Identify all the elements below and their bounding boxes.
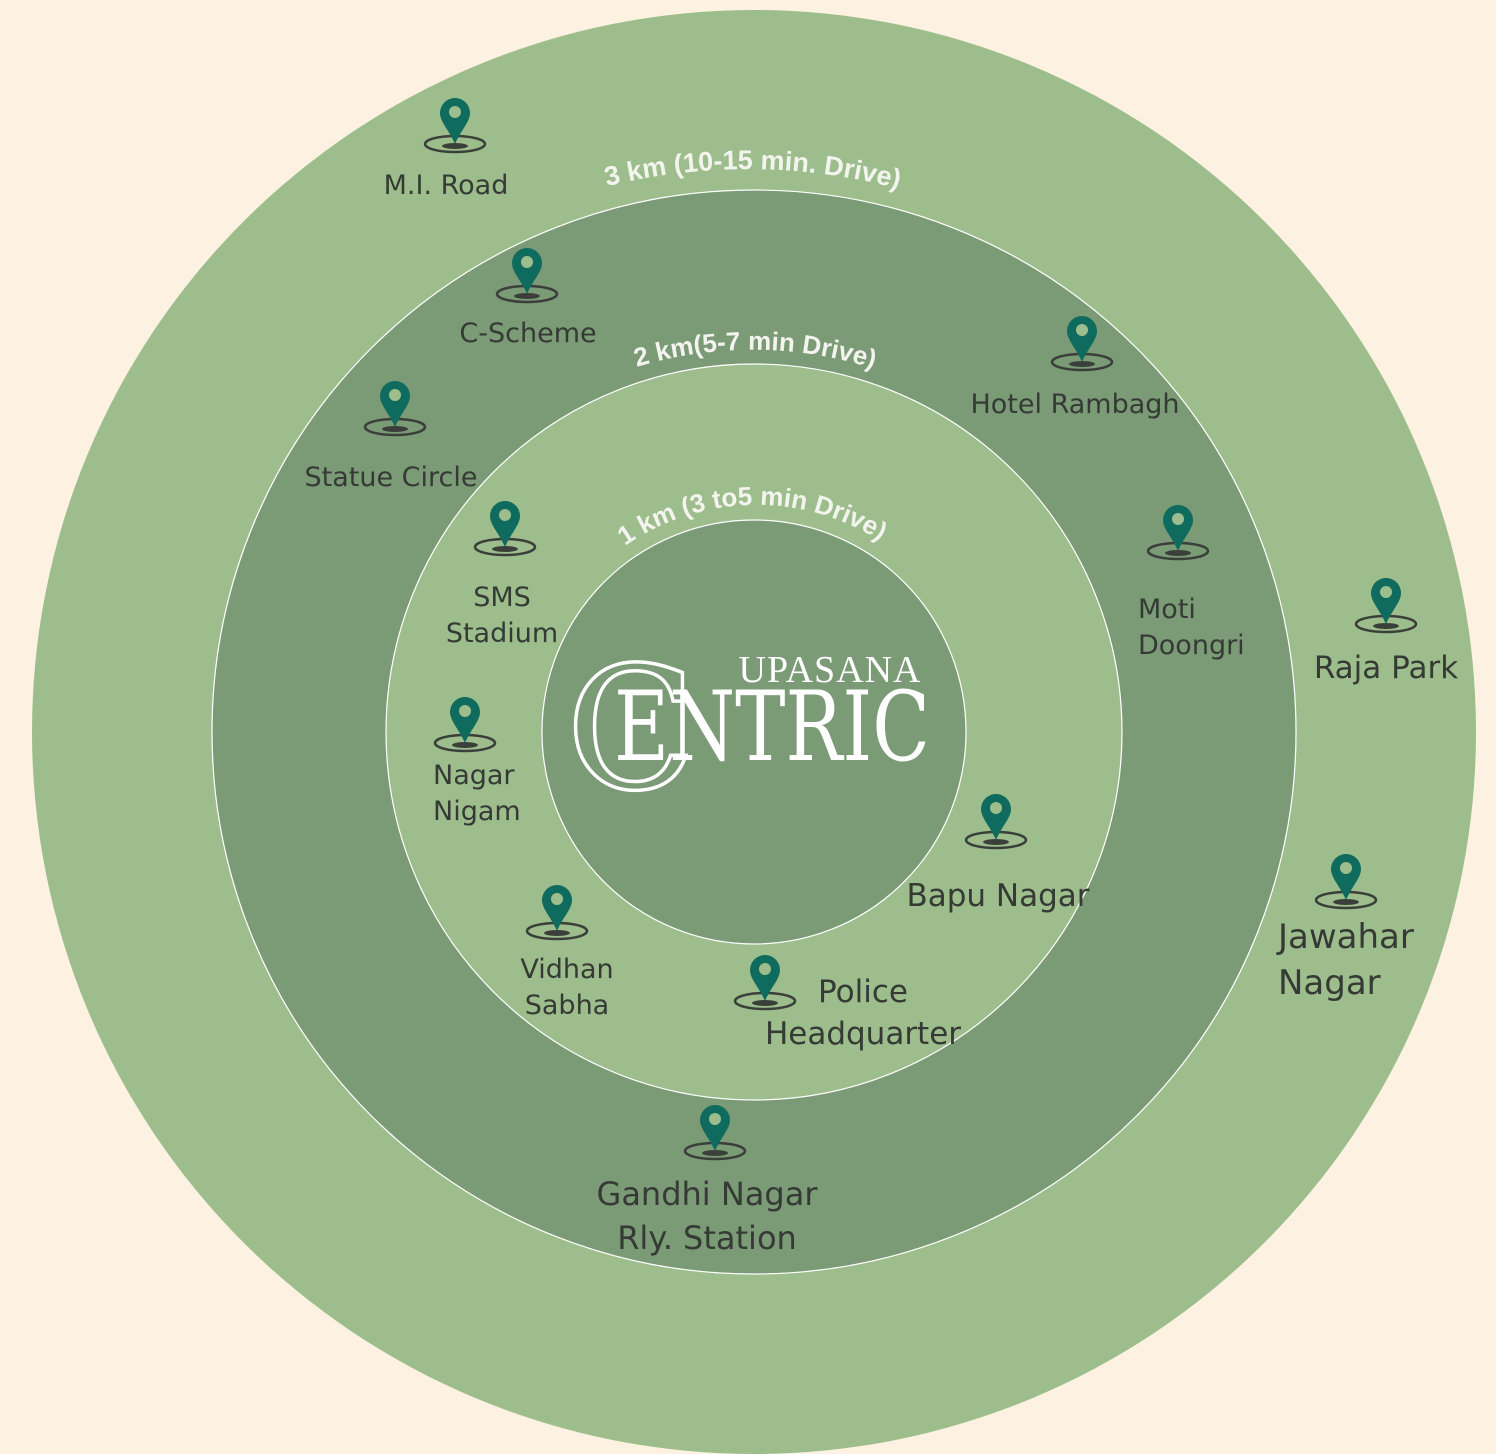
place-label-line: Hotel Rambagh	[970, 389, 1179, 420]
brand-initial: C	[566, 631, 696, 829]
place-label: Bapu Nagar	[906, 878, 1089, 914]
place-label-line: M.I. Road	[384, 170, 509, 201]
place-label-line: Headquarter	[765, 1016, 961, 1052]
place-c-scheme: C-Scheme	[459, 248, 597, 349]
place-label-line: Stadium	[446, 618, 558, 649]
place-label: M.I. Road	[384, 170, 509, 201]
place-label-line: C-Scheme	[459, 318, 596, 349]
place-label-line: Nigam	[433, 796, 521, 827]
place-statue-circle: Statue Circle	[305, 381, 478, 493]
map-pin-icon	[525, 885, 589, 941]
place-label: Hotel Rambagh	[970, 389, 1179, 420]
place-hotel-rambagh: Hotel Rambagh	[970, 316, 1180, 420]
place-raja-park: Raja Park	[1314, 578, 1458, 686]
brand-prefix: UPASANA	[739, 649, 922, 691]
place-label-line: Gandhi Nagar	[597, 1175, 819, 1213]
place-label-line: Statue Circle	[305, 462, 478, 493]
map-pin-icon	[1314, 854, 1378, 910]
place-label: Raja Park	[1314, 650, 1458, 686]
map-pin-icon	[733, 955, 797, 1011]
place-label-line: Nagar	[1278, 963, 1381, 1003]
map-pin-icon	[1354, 578, 1418, 634]
map-pin-icon	[1146, 505, 1210, 561]
map-pin-icon	[495, 248, 559, 304]
place-label-line: SMS	[473, 582, 531, 613]
map-pin-icon	[964, 794, 1028, 850]
place-label-line: Bapu Nagar	[906, 878, 1089, 914]
place-bapu-nagar: Bapu Nagar	[906, 794, 1090, 914]
place-label: Statue Circle	[305, 462, 478, 493]
map-pin-icon	[423, 98, 487, 154]
place-label-line: Jawahar	[1276, 917, 1414, 957]
place-label-line: Police	[818, 974, 908, 1010]
place-label-line: Vidhan	[520, 954, 613, 985]
ring-1km	[541, 519, 967, 945]
map-pin-icon	[433, 696, 497, 753]
place-label: SMS Stadium	[446, 582, 558, 649]
place-label: C-Scheme	[459, 318, 596, 349]
place-label-line: Raja Park	[1314, 650, 1458, 686]
place-label-line: Sabha	[525, 990, 609, 1021]
place-sms-stadium: SMS Stadium	[446, 501, 558, 649]
place-label-line: Rly. Station	[617, 1219, 797, 1257]
brand-logo: UPASANA C ENTRIC	[564, 629, 930, 831]
map-pin-icon	[363, 381, 427, 437]
map-pin-icon	[473, 501, 537, 557]
place-label-line: Moti	[1138, 594, 1196, 625]
place-label-line: Nagar	[433, 760, 515, 791]
brand-rest: ENTRIC	[614, 671, 930, 783]
map-pin-icon	[1050, 316, 1114, 372]
place-mi-road: M.I. Road	[384, 98, 509, 201]
map-pin-icon	[683, 1105, 747, 1161]
place-label-line: Doongri	[1138, 630, 1245, 661]
